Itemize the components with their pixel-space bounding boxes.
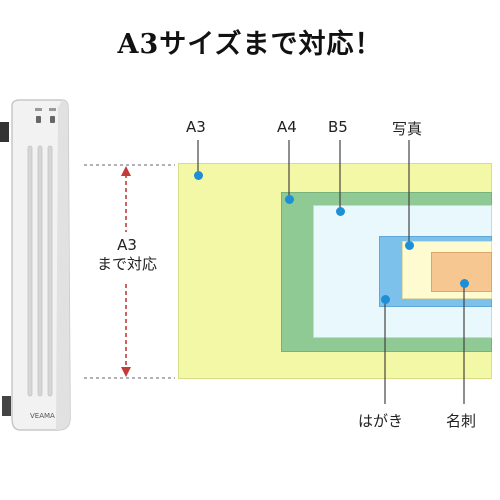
indicator-light	[36, 116, 41, 123]
size-a4-marker	[285, 195, 294, 204]
dimension-label: A3 まで対応	[96, 236, 157, 273]
rear-knob	[2, 396, 11, 416]
page-title: A3サイズまで対応！	[117, 29, 383, 60]
size-photo-label: 写真	[392, 120, 423, 138]
height-arrow	[121, 166, 131, 377]
size-postcard-label: はがき	[358, 412, 404, 430]
vent-grille	[27, 145, 53, 397]
size-postcard-marker	[381, 295, 390, 304]
size-b5-marker	[336, 207, 345, 216]
size-a3-label: A3	[186, 118, 206, 136]
size-photo-marker	[405, 241, 414, 250]
size-card-marker	[460, 279, 469, 288]
laminator-device: VEAMA	[0, 99, 71, 431]
size-a4-label: A4	[277, 118, 297, 136]
indicator-light	[50, 116, 55, 123]
size-card-label: 名刺	[446, 412, 477, 430]
brand-logo: VEAMA	[30, 412, 55, 420]
power-cord	[0, 122, 9, 142]
size-b5-label: B5	[328, 118, 348, 136]
size-a3-marker	[194, 171, 203, 180]
